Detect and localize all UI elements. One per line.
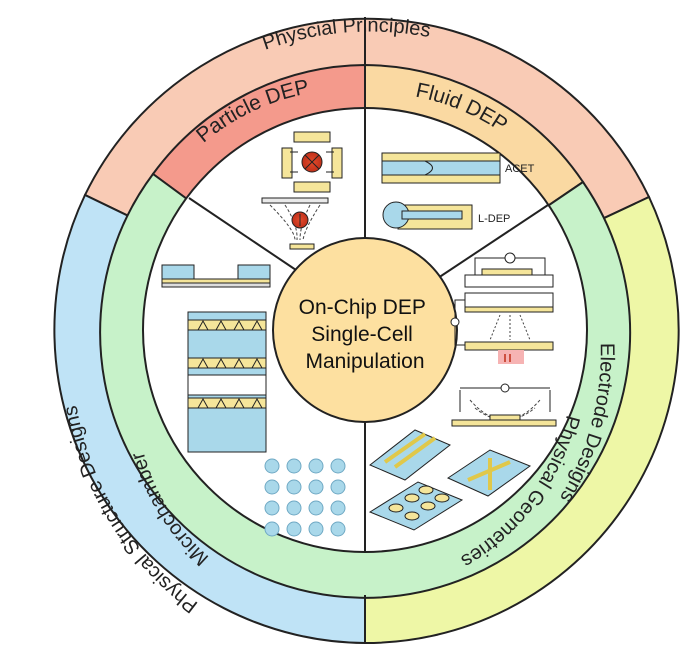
electrode-3d-array <box>368 481 464 531</box>
center-line-1: On-Chip DEP <box>299 296 426 319</box>
microwell-dot <box>264 458 280 474</box>
microwell-dot <box>264 521 280 537</box>
trap-triangle <box>197 357 209 369</box>
microwell-dot <box>308 500 324 516</box>
point-electrode-illustration <box>451 383 557 427</box>
trap-triangle <box>197 319 209 331</box>
trap-triangle <box>215 357 227 369</box>
microchamber-cross-section <box>161 264 271 288</box>
trap-triangle <box>233 397 245 409</box>
trap-triangle <box>215 319 227 331</box>
trap-triangle <box>233 319 245 331</box>
trap-triangle <box>233 357 245 369</box>
trap-electrode-band <box>187 319 267 331</box>
microwell-dot <box>286 521 302 537</box>
microwell-dot <box>286 479 302 495</box>
trap-triangle <box>215 397 227 409</box>
microwell-dot <box>308 479 324 495</box>
trap-triangle <box>251 397 263 409</box>
microwell-dot <box>330 500 346 516</box>
particle-dep-illustration <box>261 131 343 250</box>
center-line-3: Manipulation <box>305 350 424 373</box>
planar-electrode-illustration <box>450 252 554 364</box>
electrode-3d-quadrupole <box>446 449 532 497</box>
trap-gap <box>187 374 267 396</box>
trap-electrode-band <box>187 357 267 369</box>
microwell-dot <box>308 521 324 537</box>
microwell-dot <box>308 458 324 474</box>
center-circle <box>272 237 458 423</box>
microchamber-trap-array <box>187 311 267 453</box>
trap-electrode-band <box>187 397 267 409</box>
microwell-dot <box>286 500 302 516</box>
microwell-dot <box>264 500 280 516</box>
microwell-array <box>264 458 346 537</box>
microwell-dot <box>330 479 346 495</box>
ldep-label: L-DEP <box>478 213 510 225</box>
acet-label: ACET <box>505 163 535 175</box>
svg-text:On-Chip DEP Single-Cell: On-Chip DEP Single-Cell Manipulation <box>299 296 432 373</box>
electrode-3d-parallel <box>369 429 451 481</box>
divider-particle-microchamber <box>188 197 297 271</box>
microwell-dot <box>286 458 302 474</box>
divider-fluid-geometries <box>437 204 549 279</box>
microwell-dot <box>264 479 280 495</box>
trap-triangle <box>251 357 263 369</box>
center-line-2: Single-Cell <box>311 323 413 346</box>
trap-triangle <box>197 397 209 409</box>
microwell-dot <box>330 521 346 537</box>
ldep-illustration: L-DEP <box>382 201 510 230</box>
acet-illustration: ACET <box>381 152 535 184</box>
microwell-dot <box>330 458 346 474</box>
trap-triangle <box>251 319 263 331</box>
